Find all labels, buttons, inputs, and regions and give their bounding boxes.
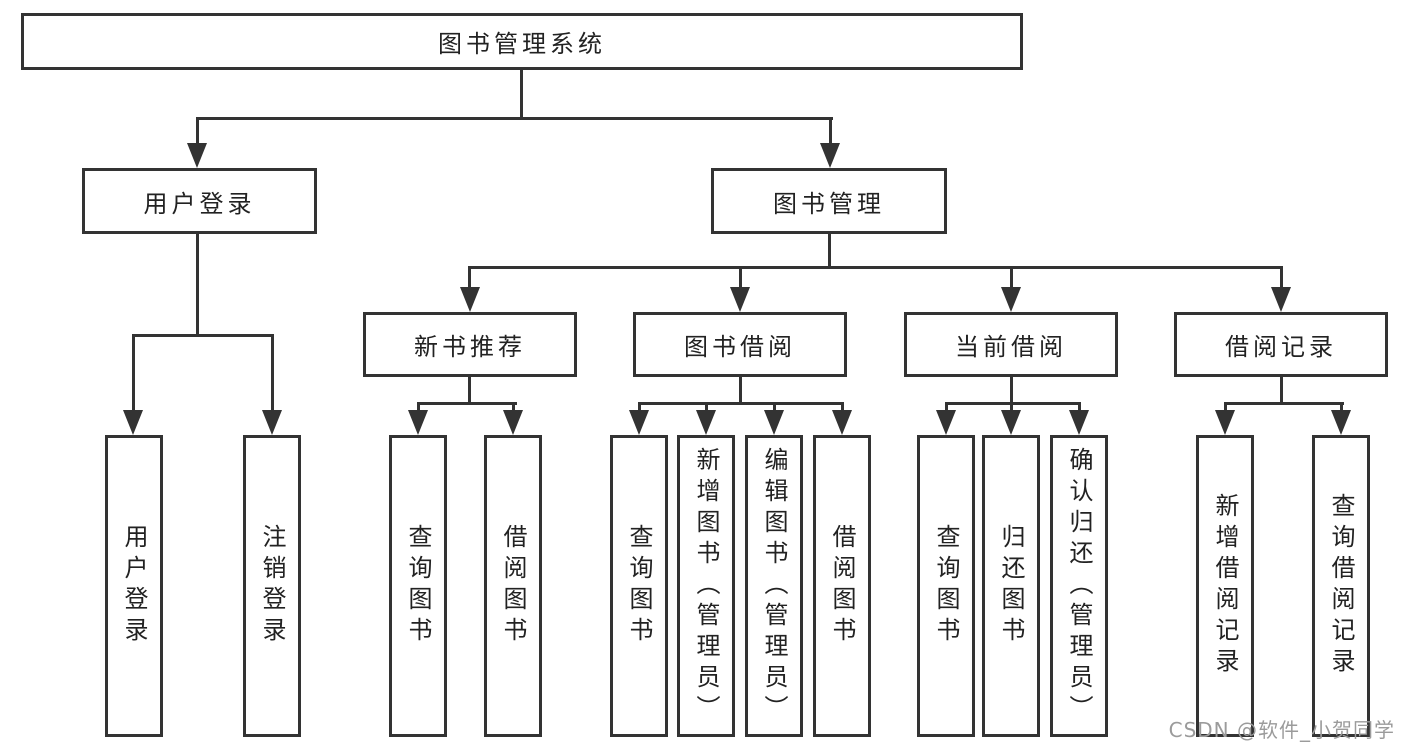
node-borrowing-records-label: 借阅记录 xyxy=(1225,333,1337,361)
leaf-add-book-admin: 新增图书（管理员） xyxy=(677,435,735,737)
connector-stem xyxy=(271,336,274,414)
connector-hbar xyxy=(417,402,517,405)
connector-stem xyxy=(132,336,135,414)
connector-stem xyxy=(512,404,515,412)
connector-hbar xyxy=(1224,402,1344,405)
connector-level1-hbar xyxy=(196,117,833,120)
connector-stem xyxy=(1010,376,1013,405)
leaf-query-books-borrow: 查询图书 xyxy=(610,435,668,737)
leaf-query-borrow-record: 查询借阅记录 xyxy=(1312,435,1370,737)
node-borrowing-records: 借阅记录 xyxy=(1174,312,1388,377)
arrowhead-down-icon xyxy=(764,410,784,435)
connector-stem xyxy=(1010,404,1013,412)
leaf-query-books-borrow-label: 查询图书 xyxy=(625,524,653,648)
connector-hbar xyxy=(132,334,274,337)
leaf-query-books-recommend: 查询图书 xyxy=(389,435,447,737)
leaf-borrow-books-label: 借阅图书 xyxy=(828,524,856,648)
connector-hbar xyxy=(638,402,844,405)
connector-stem xyxy=(1078,404,1081,412)
leaf-query-borrow-record-label: 查询借阅记录 xyxy=(1327,493,1355,679)
arrowhead-down-icon xyxy=(936,410,956,435)
leaf-confirm-return-admin-label: 确认归还（管理员） xyxy=(1065,446,1093,726)
connector-stem xyxy=(1224,404,1227,412)
connector-stem xyxy=(638,404,641,412)
connector-stem xyxy=(196,233,199,337)
node-root: 图书管理系统 xyxy=(21,13,1023,70)
leaf-add-book-admin-label: 新增图书（管理员） xyxy=(692,446,720,726)
arrowhead-down-icon xyxy=(730,287,750,312)
connector-stem xyxy=(1280,375,1283,405)
arrowhead-down-icon xyxy=(1215,410,1235,435)
arrowhead-down-icon xyxy=(832,410,852,435)
leaf-edit-book-admin: 编辑图书（管理员） xyxy=(745,435,803,737)
connector-stem xyxy=(829,117,832,147)
connector-level2-hbar xyxy=(468,266,1283,269)
node-book-management: 图书管理 xyxy=(711,168,947,234)
connector-stem xyxy=(196,117,199,147)
leaf-borrow-books-recommend: 借阅图书 xyxy=(484,435,542,737)
arrowhead-down-icon xyxy=(460,287,480,312)
node-user-login: 用户登录 xyxy=(82,168,317,234)
arrowhead-down-icon xyxy=(262,410,282,435)
connector-hbar xyxy=(945,402,1081,405)
connector-root-stem xyxy=(520,69,523,120)
leaf-add-borrow-record: 新增借阅记录 xyxy=(1196,435,1254,737)
connector-stem xyxy=(841,404,844,412)
arrowhead-down-icon xyxy=(1001,287,1021,312)
node-new-book-recommendation: 新书推荐 xyxy=(363,312,577,377)
connector-stem xyxy=(773,404,776,412)
connector-stem xyxy=(828,233,831,269)
leaf-query-books-current: 查询图书 xyxy=(917,435,975,737)
node-new-book-recommendation-label: 新书推荐 xyxy=(414,333,526,361)
leaf-confirm-return-admin: 确认归还（管理员） xyxy=(1050,435,1108,737)
leaf-borrow-books: 借阅图书 xyxy=(813,435,871,737)
arrowhead-down-icon xyxy=(1331,410,1351,435)
leaf-user-login: 用户登录 xyxy=(105,435,163,737)
connector-stem xyxy=(739,377,742,405)
node-current-borrowing-label: 当前借阅 xyxy=(955,333,1067,361)
connector-stem xyxy=(468,268,471,290)
connector-stem xyxy=(739,268,742,290)
leaf-return-book: 归还图书 xyxy=(982,435,1040,737)
node-user-login-label: 用户登录 xyxy=(143,189,256,218)
node-book-borrowing: 图书借阅 xyxy=(633,312,847,377)
leaf-user-login-label: 用户登录 xyxy=(120,524,148,648)
arrowhead-down-icon xyxy=(696,410,716,435)
arrowhead-down-icon xyxy=(187,143,207,168)
leaf-query-books-recommend-label: 查询图书 xyxy=(404,524,432,648)
arrowhead-down-icon xyxy=(1001,410,1021,435)
node-book-management-label: 图书管理 xyxy=(773,189,885,218)
connector-stem xyxy=(1280,268,1283,290)
leaf-return-book-label: 归还图书 xyxy=(997,524,1025,648)
arrowhead-down-icon xyxy=(408,410,428,435)
leaf-logout: 注销登录 xyxy=(243,435,301,737)
node-root-label: 图书管理系统 xyxy=(438,30,606,58)
connector-stem xyxy=(468,376,471,405)
csdn-watermark: CSDN @软件_小贺同学 xyxy=(1168,718,1395,742)
arrowhead-down-icon xyxy=(629,410,649,435)
node-current-borrowing: 当前借阅 xyxy=(904,312,1118,377)
leaf-logout-label: 注销登录 xyxy=(258,524,286,648)
connector-stem xyxy=(417,404,420,412)
connector-stem xyxy=(705,404,708,412)
node-book-borrowing-label: 图书借阅 xyxy=(684,333,796,361)
connector-stem xyxy=(1340,404,1343,412)
leaf-borrow-books-recommend-label: 借阅图书 xyxy=(499,524,527,648)
connector-stem xyxy=(945,404,948,412)
leaf-add-borrow-record-label: 新增借阅记录 xyxy=(1211,493,1239,679)
connector-stem xyxy=(1010,268,1013,290)
arrowhead-down-icon xyxy=(123,410,143,435)
arrowhead-down-icon xyxy=(1069,410,1089,435)
arrowhead-down-icon xyxy=(503,410,523,435)
arrowhead-down-icon xyxy=(1271,287,1291,312)
leaf-query-books-current-label: 查询图书 xyxy=(932,524,960,648)
leaf-edit-book-admin-label: 编辑图书（管理员） xyxy=(760,446,788,726)
arrowhead-down-icon xyxy=(820,143,840,168)
